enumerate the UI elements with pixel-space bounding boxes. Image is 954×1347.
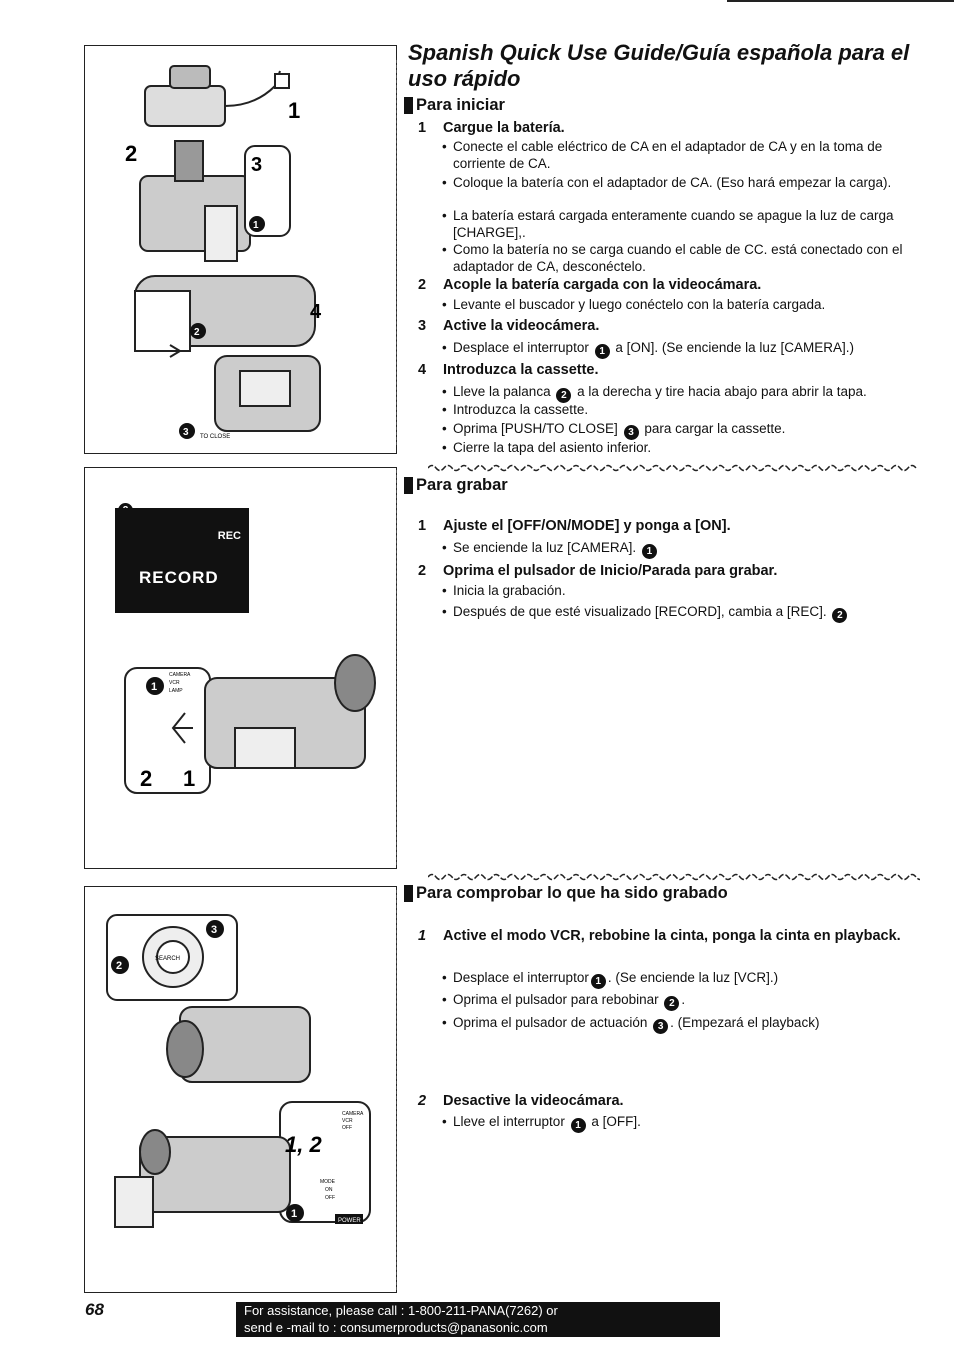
svg-text:MODE: MODE [320,1179,336,1185]
svg-text:2: 2 [194,327,200,338]
bullet: Oprima [PUSH/TO CLOSE] 3 para cargar la … [442,421,928,440]
svg-text:ON: ON [325,1187,333,1193]
svg-text:1: 1 [253,220,259,231]
bullet: Coloque la batería con el adaptador de C… [442,175,928,192]
bullet: Se enciende la luz [CAMERA]. 1 [442,540,928,559]
fig3-mark-2-icon [111,956,129,974]
fig2-label-1: 1 [183,766,195,791]
figure-panel-start: 2 1 3 4 1 2 3 TO CLOSE [84,45,397,454]
svg-text:VCR: VCR [342,1118,353,1124]
column-divider [396,890,397,1290]
mark-3-icon: 3 [623,425,639,440]
svg-text:VCR: VCR [169,680,180,686]
bullet: Conecte el cable eléctrico de CA en el a… [442,139,928,172]
mark-2-icon: 2 [832,608,848,623]
fig1-label-4: 4 [310,301,322,323]
camcorder-setup-illustration: 2 1 3 4 1 2 3 TO CLOSE [125,65,322,440]
record-screen: REC RECORD [115,508,249,613]
fig1-mark-3-icon [179,423,195,439]
mark-1-icon: 1 [570,1118,586,1133]
svg-text:3: 3 [211,924,217,936]
fig1-mark-2-icon [190,323,206,339]
assistance-footer: For assistance, please call : 1-800-211-… [236,1302,720,1337]
svg-text:OFF: OFF [342,1125,352,1131]
camcorder-record-illustration: 1 CAMERA VCR LAMP 2 1 [124,654,376,794]
bullet: Introduzca la cassette. [442,402,928,419]
svg-text:CAMERA: CAMERA [342,1111,364,1117]
svg-text:OFF: OFF [325,1195,335,1201]
svg-text:LAMP: LAMP [169,688,183,694]
power-label: POWER [338,1218,361,1224]
figure-panel-playback: SEARCH 3 2 1 1, 2 CAMERA VCR OFF MODE ON… [84,886,397,1293]
svg-text:1: 1 [291,1208,297,1220]
fig1-label-1: 1 [288,98,300,123]
mark-1-icon: 1 [594,344,610,359]
bullet: Lleve la palanca 2 a la derecha y tire h… [442,384,928,403]
svg-text:2: 2 [116,960,122,972]
fig1-label-2: 2 [125,141,137,166]
mark-3-icon: 3 [653,1019,669,1034]
fig3-mark-3-icon [206,920,224,938]
mark-2-icon: 2 [664,996,680,1011]
fig1-to-close: TO CLOSE [200,434,230,440]
bullet: Cierre la tapa del asiento inferior. [442,440,928,457]
svg-text:1: 1 [151,681,157,693]
footer-line-1: For assistance, please call : 1-800-211-… [244,1303,558,1318]
bullet: Oprima el pulsador para rebobinar 2. [442,992,928,1011]
bullet: Como la batería no se carga cuando el ca… [442,242,928,275]
figure-panel-record: 2 REC RECORD 1 CAMERA VCR LAMP 2 1 [84,467,397,869]
fig3-mark-1-icon [286,1204,304,1222]
section-heading-comprobar: Para comprobar lo que ha sido grabado [404,884,728,903]
rec-indicator: REC [217,530,241,542]
wavy-divider [428,873,920,881]
bullet: Inicia la grabación. [442,583,928,600]
column-divider [396,470,397,865]
fig2-mark-1-icon [146,677,164,695]
wavy-divider [428,464,917,472]
fig1-mark-1-icon [249,216,265,232]
mark-1-icon: 1 [590,974,606,989]
bullet: Después de que esté visualizado [RECORD]… [442,604,928,623]
section-heading-grabar: Para grabar [404,476,508,495]
bullet: Oprima el pulsador de actuación 3. (Empe… [442,1015,928,1034]
svg-text:CAMERA: CAMERA [169,672,191,678]
page-title: Spanish Quick Use Guide/Guía española pa… [408,40,910,91]
search-label: SEARCH [155,956,180,962]
bullet: Lleve el interruptor 1 a [OFF]. [442,1114,928,1133]
record-indicator: RECORD [139,568,219,587]
section-heading-iniciar: Para iniciar [404,96,505,115]
camcorder-playback-illustration: SEARCH 3 2 1 1, 2 CAMERA VCR OFF MODE ON… [106,914,371,1228]
fig1-label-3: 3 [251,154,262,176]
column-divider [396,60,397,445]
bullet: Levante el buscador y luego conéctelo co… [442,297,928,314]
top-rule [727,0,954,2]
footer-line-2: send e -mail to : consumerproducts@panas… [244,1319,548,1335]
bullet: La batería estará cargada enteramente cu… [442,208,928,241]
svg-text:3: 3 [183,427,189,438]
fig3-label: 1, 2 [285,1132,322,1157]
mark-1-icon: 1 [641,544,657,559]
fig2-label-2: 2 [140,766,152,791]
page-number: 68 [85,1300,104,1319]
bullet: Desplace el interruptor 1 a [ON]. (Se en… [442,340,928,359]
mark-2-icon: 2 [556,388,572,403]
